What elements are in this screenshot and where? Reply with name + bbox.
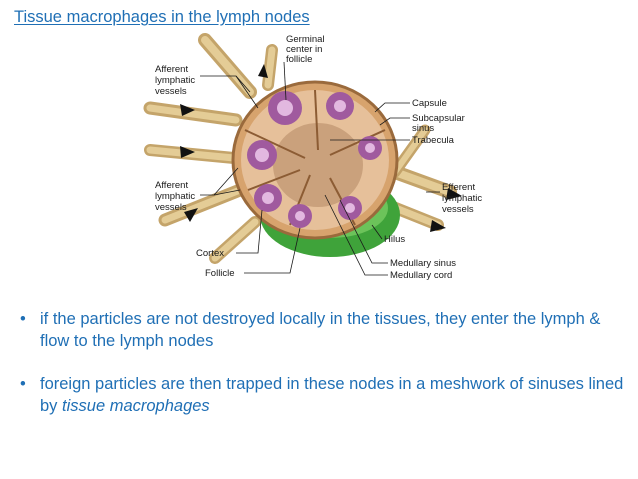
afferent-vessel <box>161 186 244 224</box>
label-trabecula: Trabecula <box>412 135 455 146</box>
afferent-vessel <box>146 146 238 162</box>
arrow-icon <box>430 220 446 232</box>
bullet-text: if the particles are not destroyed local… <box>40 310 601 350</box>
arrow-icon <box>446 188 462 200</box>
slide-title: Tissue macrophages in the lymph nodes <box>14 8 310 26</box>
label-subcapsular: Subcapsular sinus <box>412 113 467 134</box>
germinal-center <box>365 143 375 153</box>
label-medullary-cord: Medullary cord <box>390 270 452 281</box>
germinal-center <box>295 211 305 221</box>
arrow-icon <box>180 146 195 158</box>
germinal-center <box>334 100 346 112</box>
lymph-node-diagram: Afferent lymphatic vessels Germinal cent… <box>143 33 485 281</box>
label-medullary-sinus: Medullary sinus <box>390 258 456 269</box>
germinal-center <box>262 192 274 204</box>
label-hilus: Hilus <box>384 234 405 245</box>
label-follicle: Follicle <box>205 268 235 279</box>
bullet-item: • if the particles are not destroyed loc… <box>20 308 630 352</box>
germinal-center <box>277 100 293 116</box>
label-afferent-top: Afferent lymphatic vessels <box>155 64 198 97</box>
vessel-group <box>143 33 457 264</box>
bullet-marker: • <box>20 375 26 393</box>
label-cortex: Cortex <box>196 248 224 259</box>
bullet-marker: • <box>20 310 26 328</box>
label-efferent: Efferent lymphatic vessels <box>442 182 485 215</box>
follicles <box>247 91 382 228</box>
germinal-center <box>345 203 355 213</box>
label-capsule: Capsule <box>412 98 447 109</box>
arrow-icon <box>184 208 198 222</box>
efferent-vessel <box>392 127 428 175</box>
efferent-vessel <box>391 168 454 196</box>
afferent-vessel <box>264 46 276 89</box>
afferent-vessel <box>146 104 240 124</box>
bullet-item: • foreign particles are then trapped in … <box>20 373 630 417</box>
bullet-list: • if the particles are not destroyed loc… <box>20 308 630 417</box>
bullet-emphasis: tissue macrophages <box>62 397 210 415</box>
leader-lines <box>200 61 440 276</box>
bullet-text: foreign particles are then trapped in th… <box>40 375 624 415</box>
afferent-vessel <box>211 218 259 262</box>
label-germinal: Germinal center in follicle <box>286 34 327 65</box>
arrow-icon <box>180 104 195 116</box>
flow-arrows <box>180 64 462 232</box>
germinal-center <box>255 148 269 162</box>
node-medulla <box>273 123 363 207</box>
arrow-icon <box>258 64 268 78</box>
label-afferent-bottom: Afferent lymphatic vessels <box>155 180 198 213</box>
